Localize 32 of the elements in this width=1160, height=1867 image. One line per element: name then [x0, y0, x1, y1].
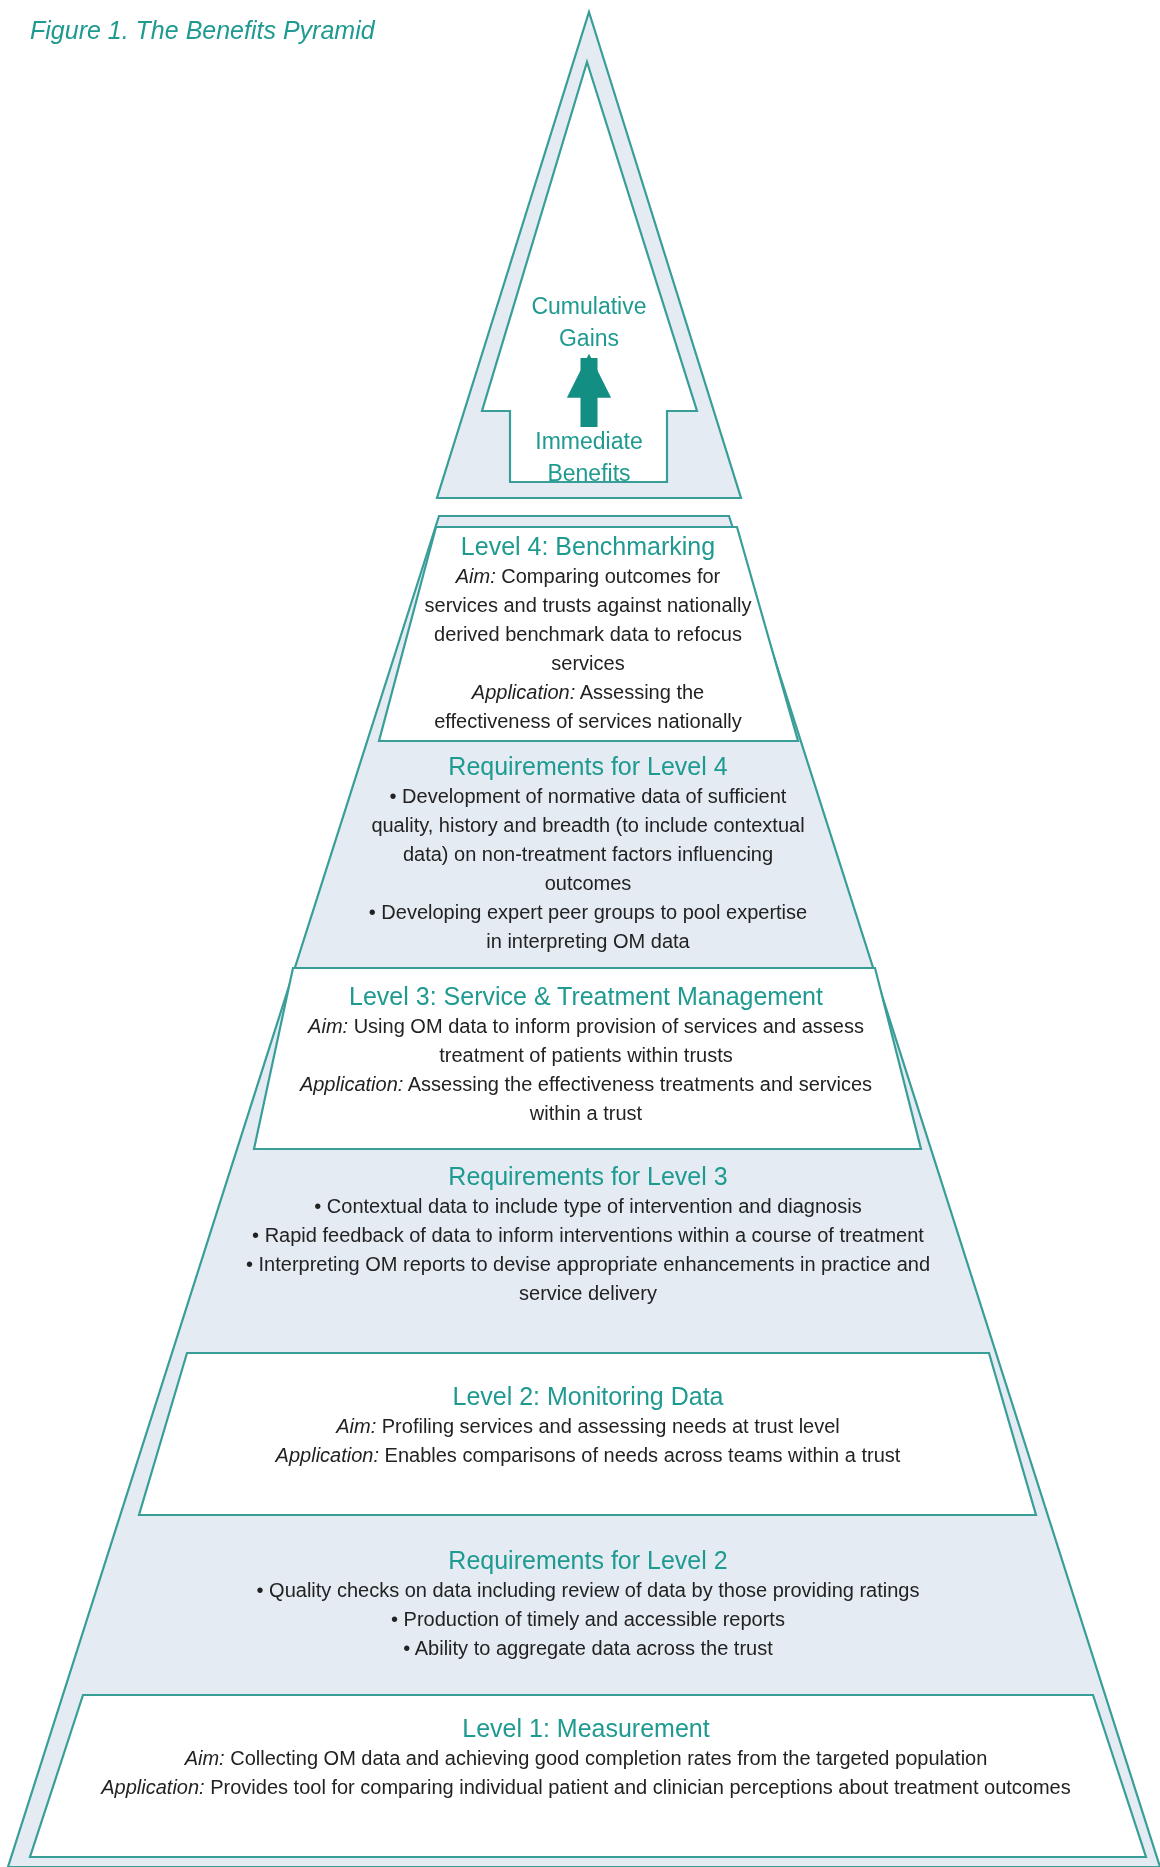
arrow	[566, 353, 612, 427]
level-box	[139, 1353, 1036, 1515]
level-heading: Level 1: Measurement	[461, 1713, 711, 1744]
level-heading: Level 3: Service & Treatment Management	[348, 981, 824, 1012]
description-text: Aim: Comparing outcomes for services and trusts against nationally derived benchmark data to refocus services	[423, 564, 753, 676]
description-text: Application: Enables comparisons of needs across teams within a trust	[273, 1443, 902, 1468]
description-text: • Interpreting OM reports to devise appropriate enhancements in practice and service delivery	[244, 1252, 931, 1306]
description-text: Application: Provides tool for comparing individual patient and clinician perceptions about treatment outcomes	[99, 1775, 1072, 1800]
figure-title: Figure 1. The Benefits Pyramid	[30, 16, 375, 45]
description-text: • Developing expert peer groups to pool expertise in interpreting OM data	[367, 900, 809, 954]
level-box	[379, 527, 798, 741]
level-heading: Level 4: Benchmarking	[459, 531, 717, 562]
description-text: • Rapid feedback of data to inform interventions within a course of treatment	[251, 1223, 925, 1248]
description-text: • Contextual data to include type of intervention and diagnosis	[313, 1194, 863, 1219]
description-text: Application: Assessing the effectiveness of services nationally	[433, 680, 743, 734]
level-heading: Requirements for Level 4	[447, 751, 729, 782]
label-text: Cumulative Gains	[530, 292, 648, 353]
label-text: Immediate Benefits	[534, 427, 644, 488]
description-text: • Development of normative data of sufficient quality, history and breadth (to include contextual data) on non-treatment factors influencing outcomes	[370, 784, 806, 896]
level-heading: Requirements for Level 2	[447, 1545, 729, 1576]
level-heading: Level 2: Monitoring Data	[451, 1381, 725, 1412]
description-text: • Production of timely and accessible reports	[390, 1607, 786, 1632]
level-box	[254, 968, 921, 1149]
description-text: • Ability to aggregate data across the trust	[402, 1636, 774, 1661]
description-text: • Quality checks on data including review of data by those providing ratings	[255, 1578, 921, 1603]
description-text: Application: Assessing the effectiveness treatments and services within a trust	[298, 1072, 874, 1126]
level-heading: Requirements for Level 3	[447, 1161, 729, 1192]
description-text: Aim: Profiling services and assessing needs at trust level	[334, 1414, 841, 1439]
description-text: Aim: Collecting OM data and achieving good completion rates from the targeted population	[183, 1746, 989, 1771]
description-text: Aim: Using OM data to inform provision of services and assess treatment of patients within trusts	[306, 1014, 865, 1068]
pyramid-base-trapezoid	[8, 516, 1160, 1867]
level-box	[30, 1695, 1146, 1857]
